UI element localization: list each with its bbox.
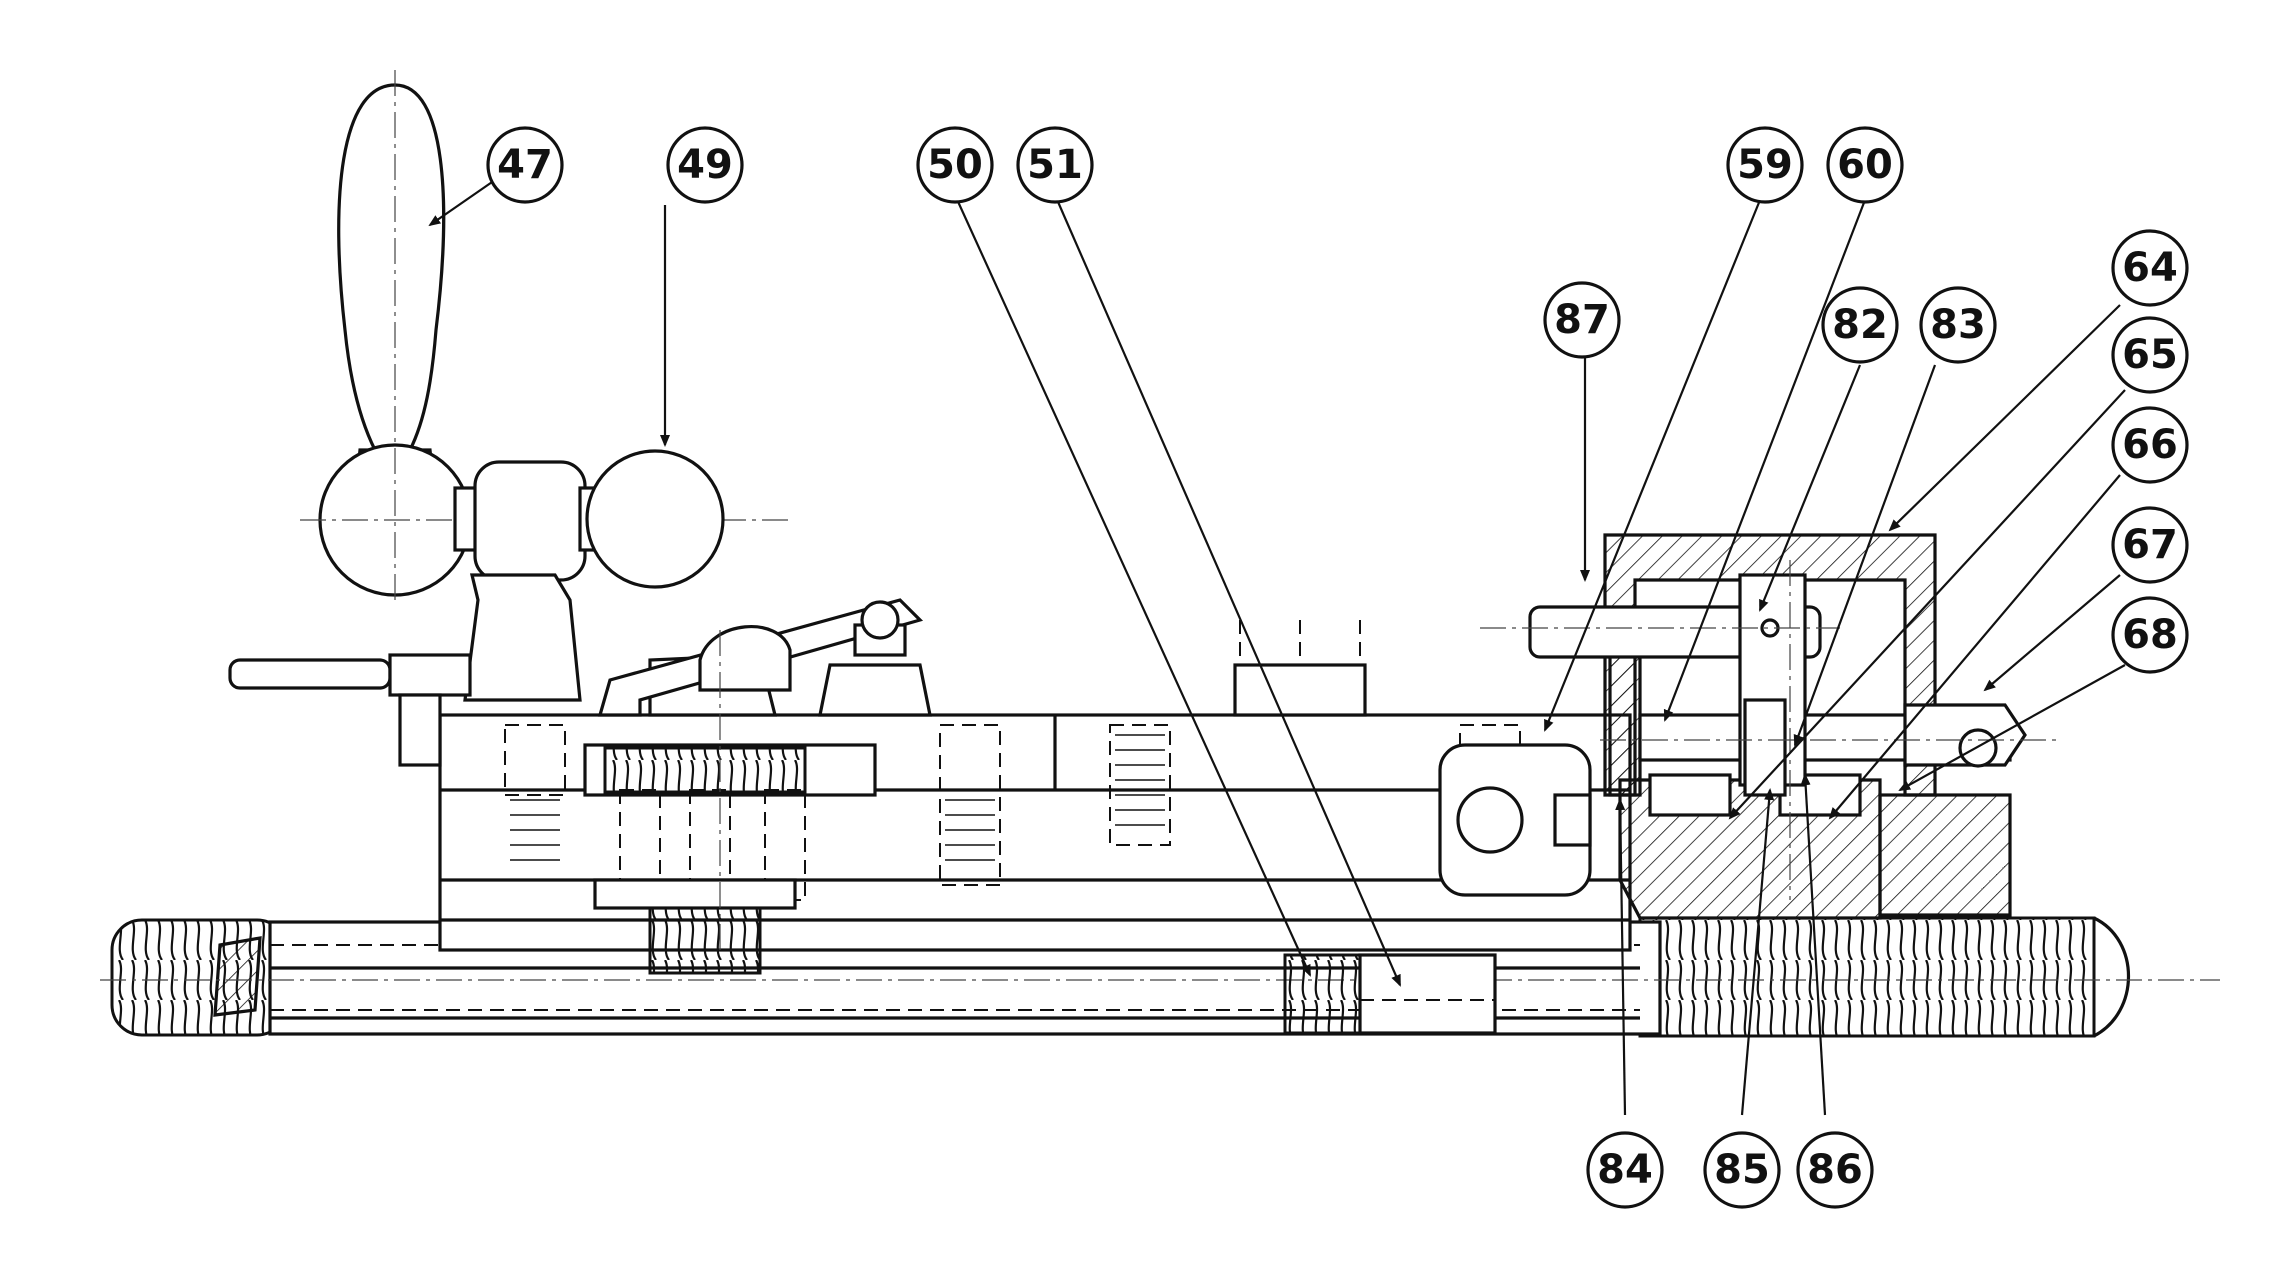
callout-60: 60 <box>1826 126 1904 204</box>
callout-47: 47 <box>486 126 564 204</box>
callout-85-label: 85 <box>1714 1147 1770 1193</box>
callout-64: 64 <box>2111 229 2189 307</box>
leader-lines <box>428 179 2126 1116</box>
callout-87-label: 87 <box>1554 297 1610 343</box>
callout-84-label: 84 <box>1597 1147 1653 1193</box>
callout-66: 66 <box>2111 406 2189 484</box>
callout-49-label: 49 <box>677 142 733 188</box>
callout-51: 51 <box>1016 126 1094 204</box>
crank-handle <box>300 70 790 600</box>
callout-82: 82 <box>1821 286 1899 364</box>
right-housing <box>1438 533 2060 920</box>
callout-84: 84 <box>1586 1131 1664 1209</box>
callout-66-label: 66 <box>2122 422 2178 468</box>
callout-67-label: 67 <box>2122 522 2178 568</box>
shaft-and-ball-49 <box>228 449 725 767</box>
callout-59-label: 59 <box>1737 142 1793 188</box>
callout-60-label: 60 <box>1837 142 1893 188</box>
callout-50: 50 <box>916 126 994 204</box>
callout-86: 86 <box>1796 1131 1874 1209</box>
callout-87: 87 <box>1543 281 1621 359</box>
callout-47-label: 47 <box>497 142 553 188</box>
callout-86-label: 86 <box>1807 1147 1863 1193</box>
callout-85: 85 <box>1703 1131 1781 1209</box>
callout-68-label: 68 <box>2122 612 2178 658</box>
callout-83: 83 <box>1919 286 1997 364</box>
callout-50-label: 50 <box>927 142 983 188</box>
callout-59: 59 <box>1726 126 1804 204</box>
carriage-body <box>438 620 1632 975</box>
callout-65: 65 <box>2111 316 2189 394</box>
callout-83-label: 83 <box>1930 302 1986 348</box>
callout-51-label: 51 <box>1027 142 1083 188</box>
callout-49: 49 <box>666 126 744 204</box>
callout-68: 68 <box>2111 596 2189 674</box>
callout-82-label: 82 <box>1832 302 1888 348</box>
callout-67: 67 <box>2111 506 2189 584</box>
callout-65-label: 65 <box>2122 332 2178 378</box>
callout-64-label: 64 <box>2122 245 2178 291</box>
top-mechanism <box>597 598 932 950</box>
